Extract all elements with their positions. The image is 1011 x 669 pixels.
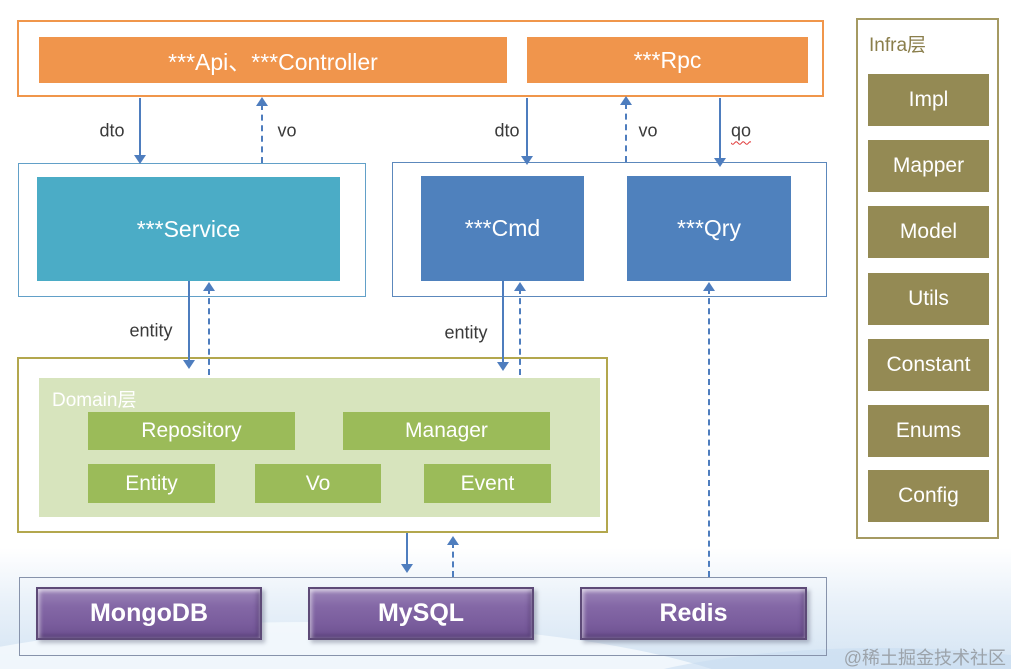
infra-layer-sidebar: Infra层 Impl Mapper Model Utils Constant … bbox=[856, 18, 999, 539]
entity-cmd-down-line bbox=[502, 281, 504, 365]
entity-service-label: entity bbox=[129, 320, 173, 341]
vo-cmd-arrow-line bbox=[625, 103, 627, 162]
vo-service-arrowhead bbox=[256, 97, 268, 106]
dto-cmd-label: dto bbox=[494, 120, 520, 141]
qo-qry-label: qo bbox=[730, 120, 752, 141]
entity-service-up-arrowhead bbox=[203, 282, 215, 291]
infra-item-constant: Constant bbox=[868, 339, 989, 391]
manager-box: Manager bbox=[343, 412, 550, 450]
dto-service-arrowhead bbox=[134, 155, 146, 164]
qo-qry-arrow-line bbox=[719, 98, 721, 161]
entity-cmd-label: entity bbox=[444, 322, 488, 343]
vo-service-arrow-line bbox=[261, 104, 263, 163]
qry-redis-up-arrowhead bbox=[703, 282, 715, 291]
dto-cmd-arrowhead bbox=[521, 156, 533, 165]
infra-item-enums: Enums bbox=[868, 405, 989, 457]
infra-item-config: Config bbox=[868, 470, 989, 522]
rpc-box: ***Rpc bbox=[527, 37, 808, 83]
api-layer-container: ***Api、***Controller ***Rpc bbox=[17, 20, 824, 97]
domain-storage-down-line bbox=[406, 533, 408, 567]
event-box: Event bbox=[424, 464, 551, 503]
vo-cmd-arrowhead bbox=[620, 96, 632, 105]
mongodb-box: MongoDB bbox=[36, 587, 262, 640]
infra-item-model: Model bbox=[868, 206, 989, 258]
entity-cmd-down-arrowhead bbox=[497, 362, 509, 371]
vo-box: Vo bbox=[255, 464, 381, 503]
redis-box: Redis bbox=[580, 587, 807, 640]
api-controller-box: ***Api、***Controller bbox=[39, 37, 507, 83]
storage-layer-container bbox=[19, 577, 827, 656]
qry-redis-up-line bbox=[708, 288, 710, 577]
entity-service-down-line bbox=[188, 281, 190, 363]
service-box: ***Service bbox=[37, 177, 340, 281]
watermark: @稀土掘金技术社区 bbox=[843, 648, 1006, 668]
dto-service-label: dto bbox=[99, 120, 125, 141]
domain-layer-title: Domain层 bbox=[52, 390, 137, 411]
qo-qry-arrowhead bbox=[714, 158, 726, 167]
repository-box: Repository bbox=[88, 412, 295, 450]
infra-item-impl: Impl bbox=[868, 74, 989, 126]
domain-storage-up-arrowhead bbox=[447, 536, 459, 545]
dto-service-arrow-line bbox=[139, 98, 141, 158]
cmd-box: ***Cmd bbox=[421, 176, 584, 281]
entity-cmd-up-arrowhead bbox=[514, 282, 526, 291]
domain-storage-down-arrowhead bbox=[401, 564, 413, 573]
mysql-box: MySQL bbox=[308, 587, 534, 640]
entity-cmd-up-line bbox=[519, 288, 521, 375]
vo-cmd-label: vo bbox=[638, 120, 658, 141]
infra-item-mapper: Mapper bbox=[868, 140, 989, 192]
infra-layer-title: Infra层 bbox=[869, 35, 927, 56]
infra-item-utils: Utils bbox=[868, 273, 989, 325]
qry-box: ***Qry bbox=[627, 176, 791, 281]
dto-cmd-arrow-line bbox=[526, 98, 528, 159]
entity-box: Entity bbox=[88, 464, 215, 503]
domain-storage-up-line bbox=[452, 542, 454, 577]
entity-service-down-arrowhead bbox=[183, 360, 195, 369]
vo-service-label: vo bbox=[277, 120, 297, 141]
entity-service-up-line bbox=[208, 288, 210, 375]
